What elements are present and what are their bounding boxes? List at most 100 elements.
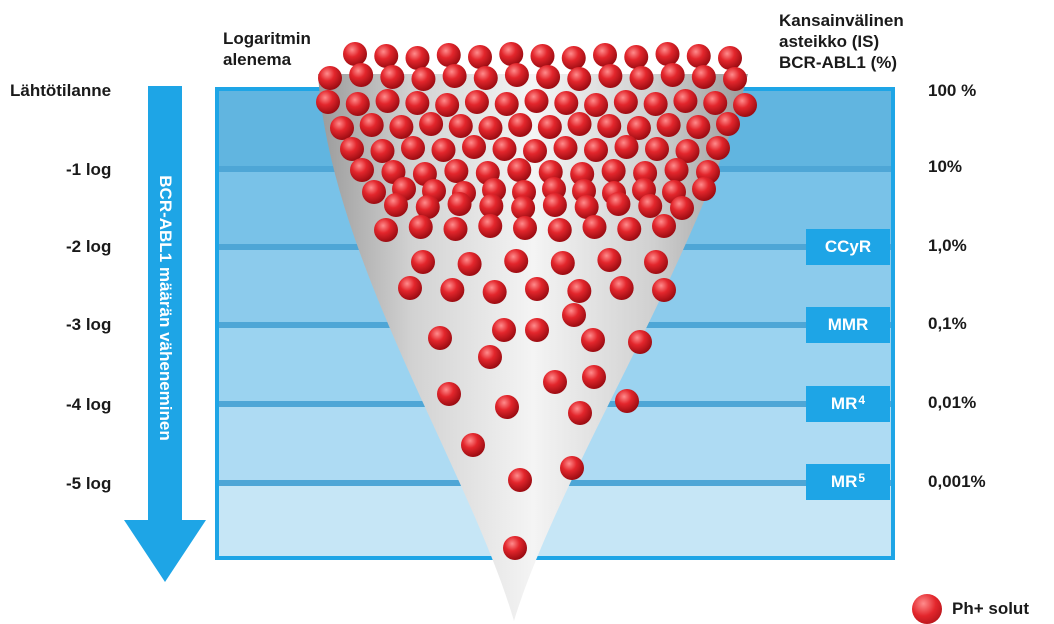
log-label-4: -4 log	[66, 394, 111, 415]
ph-cell	[440, 278, 464, 302]
ph-cell	[513, 216, 537, 240]
ph-cell	[444, 159, 468, 183]
ph-cell	[374, 44, 398, 68]
ph-cell	[584, 138, 608, 162]
ph-cell	[495, 395, 519, 419]
ph-cell	[435, 93, 459, 117]
ph-cell	[343, 42, 367, 66]
ph-cell	[716, 112, 740, 136]
mr5-text: MR	[831, 472, 857, 492]
ph-cell	[437, 382, 461, 406]
ph-cell	[350, 158, 374, 182]
log-label-5: -5 log	[66, 473, 111, 494]
percent-label-100: 100 %	[928, 80, 976, 101]
cell-legend-icon	[912, 594, 942, 624]
ph-cell	[723, 67, 747, 91]
ph-cell	[615, 389, 639, 413]
start-label: Lähtötilanne	[10, 80, 111, 101]
log-label-3: -3 log	[66, 314, 111, 335]
ph-cell	[652, 278, 676, 302]
ccyr-text: CCyR	[825, 237, 871, 257]
ph-cell	[597, 248, 621, 272]
mmr-text: MMR	[828, 315, 869, 335]
ph-cell	[567, 279, 591, 303]
scale-heading: Kansainvälinen asteikko (IS) BCR-ABL1 (%…	[779, 10, 904, 73]
ph-cell	[638, 194, 662, 218]
ph-cell	[606, 192, 630, 216]
ph-cell	[538, 115, 562, 139]
log-label-2: -2 log	[66, 236, 111, 257]
ph-cell	[504, 249, 528, 273]
ph-cell	[582, 365, 606, 389]
ph-cell	[525, 89, 549, 113]
ph-cell	[384, 193, 408, 217]
ph-cell	[443, 64, 467, 88]
percent-label-0-01: 0,01%	[928, 392, 976, 413]
mr5-sup: 5	[858, 471, 865, 485]
ph-cell	[706, 136, 730, 160]
scale-heading-line3: BCR-ABL1 (%)	[779, 52, 904, 73]
ph-cell	[525, 318, 549, 342]
ph-cell	[478, 116, 502, 140]
ph-cell	[462, 135, 486, 159]
ph-cell	[411, 250, 435, 274]
ph-cell	[614, 90, 638, 114]
ph-cell	[567, 67, 591, 91]
mr4-sup: 4	[858, 393, 865, 407]
ph-cell	[330, 116, 354, 140]
ph-cell	[461, 433, 485, 457]
percent-label-1: 1,0%	[928, 235, 967, 256]
ph-cell	[371, 139, 395, 163]
ph-cell	[419, 112, 443, 136]
ph-cell	[543, 193, 567, 217]
ph-cell	[536, 65, 560, 89]
ph-cell	[568, 401, 592, 425]
ph-cell	[340, 137, 364, 161]
ph-cell	[543, 370, 567, 394]
mmr-badge: MMR	[806, 307, 890, 343]
ph-cell	[360, 113, 384, 137]
legend-label: Ph+ solut	[952, 599, 1029, 619]
ph-cell	[554, 136, 578, 160]
ph-cell	[465, 90, 489, 114]
ph-cell	[444, 217, 468, 241]
ph-cell	[401, 136, 425, 160]
ph-cell	[525, 277, 549, 301]
ph-cell	[468, 45, 492, 69]
ph-cell	[448, 192, 472, 216]
ph-cell	[687, 44, 711, 68]
log-reduction-heading: Logaritmin alenema	[223, 28, 311, 70]
ph-cell	[346, 92, 370, 116]
log-reduction-heading-line2: alenema	[223, 49, 311, 70]
ph-cell	[602, 159, 626, 183]
ph-cell	[406, 46, 430, 70]
ph-cell	[562, 303, 586, 327]
ph-cell	[661, 63, 685, 87]
ph-cell	[398, 276, 422, 300]
ph-cell	[380, 65, 404, 89]
ph-cell	[615, 135, 639, 159]
scale-heading-line2: asteikko (IS)	[779, 31, 904, 52]
ph-cell	[389, 115, 413, 139]
ph-cell	[495, 92, 519, 116]
percent-label-0-001: 0,001%	[928, 471, 986, 492]
arrow-label: BCR-ABL1 määrän väheneminen	[155, 175, 175, 440]
ph-cell	[505, 63, 529, 87]
ph-cell	[628, 330, 652, 354]
scale-heading-line1: Kansainvälinen	[779, 10, 904, 31]
ph-cell	[503, 536, 527, 560]
ph-cell	[437, 43, 461, 67]
ph-cell	[597, 114, 621, 138]
ph-cell	[376, 89, 400, 113]
ph-cell	[644, 250, 668, 274]
percent-label-0-1: 0,1%	[928, 313, 967, 334]
ph-cell	[449, 114, 473, 138]
ph-cell	[458, 252, 482, 276]
ph-cell	[428, 326, 452, 350]
ph-cell	[581, 328, 605, 352]
ph-cell	[374, 218, 398, 242]
ph-cell	[670, 196, 694, 220]
ph-cell	[560, 456, 584, 480]
